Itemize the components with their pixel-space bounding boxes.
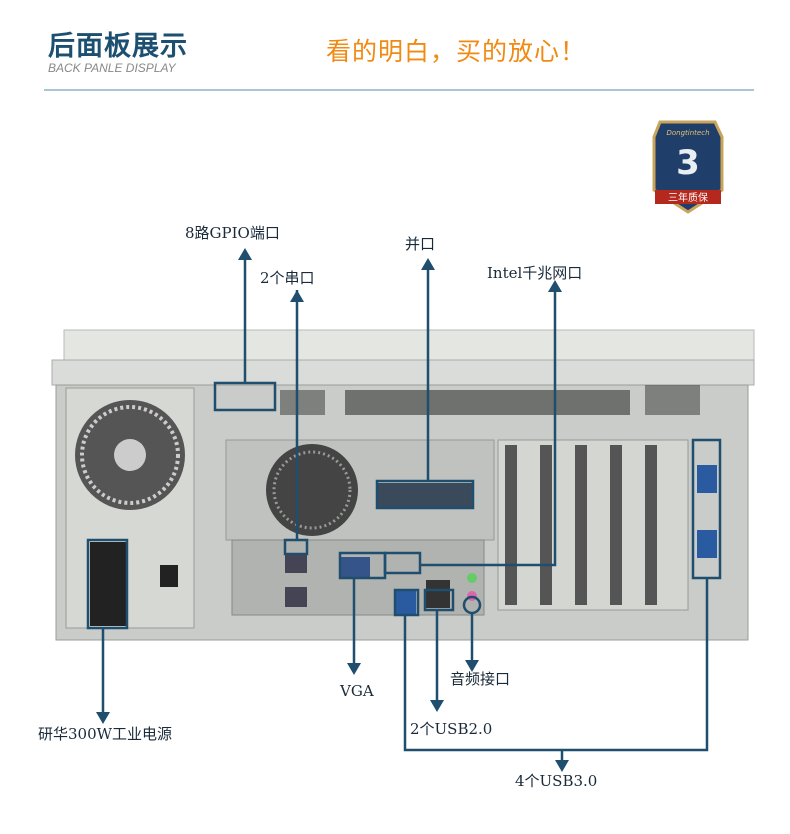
chassis <box>51 329 755 641</box>
audio-label: 音频接口 <box>450 670 511 688</box>
callout-lines <box>86 258 722 762</box>
page-subtitle: BACK PANLE DISPLAY <box>48 61 176 75</box>
header-divider <box>44 89 754 91</box>
power-label: 研华300W工业电源 <box>38 725 173 743</box>
gpio-label: 8路GPIO端口 <box>185 224 280 242</box>
serial-label: 2个串口 <box>260 269 315 287</box>
warranty-badge: Dongtintech 3 三年质保 <box>652 120 724 214</box>
badge-text: 三年质保 <box>668 191 708 204</box>
lan-label: Intel千兆网口 <box>487 264 583 282</box>
usb2-label: 2个USB2.0 <box>410 720 493 738</box>
parallel-label: 并口 <box>405 235 436 253</box>
page-title: 后面板展示 <box>48 31 188 62</box>
slogan: 看的明白，买的放心！ <box>326 37 587 66</box>
vga-label: VGA <box>340 682 374 700</box>
badge-number: 3 <box>676 143 700 183</box>
usb3-label: 4个USB3.0 <box>515 772 598 790</box>
callout-arrowheads <box>96 248 569 772</box>
badge-brand: Dongtintech <box>666 129 709 137</box>
